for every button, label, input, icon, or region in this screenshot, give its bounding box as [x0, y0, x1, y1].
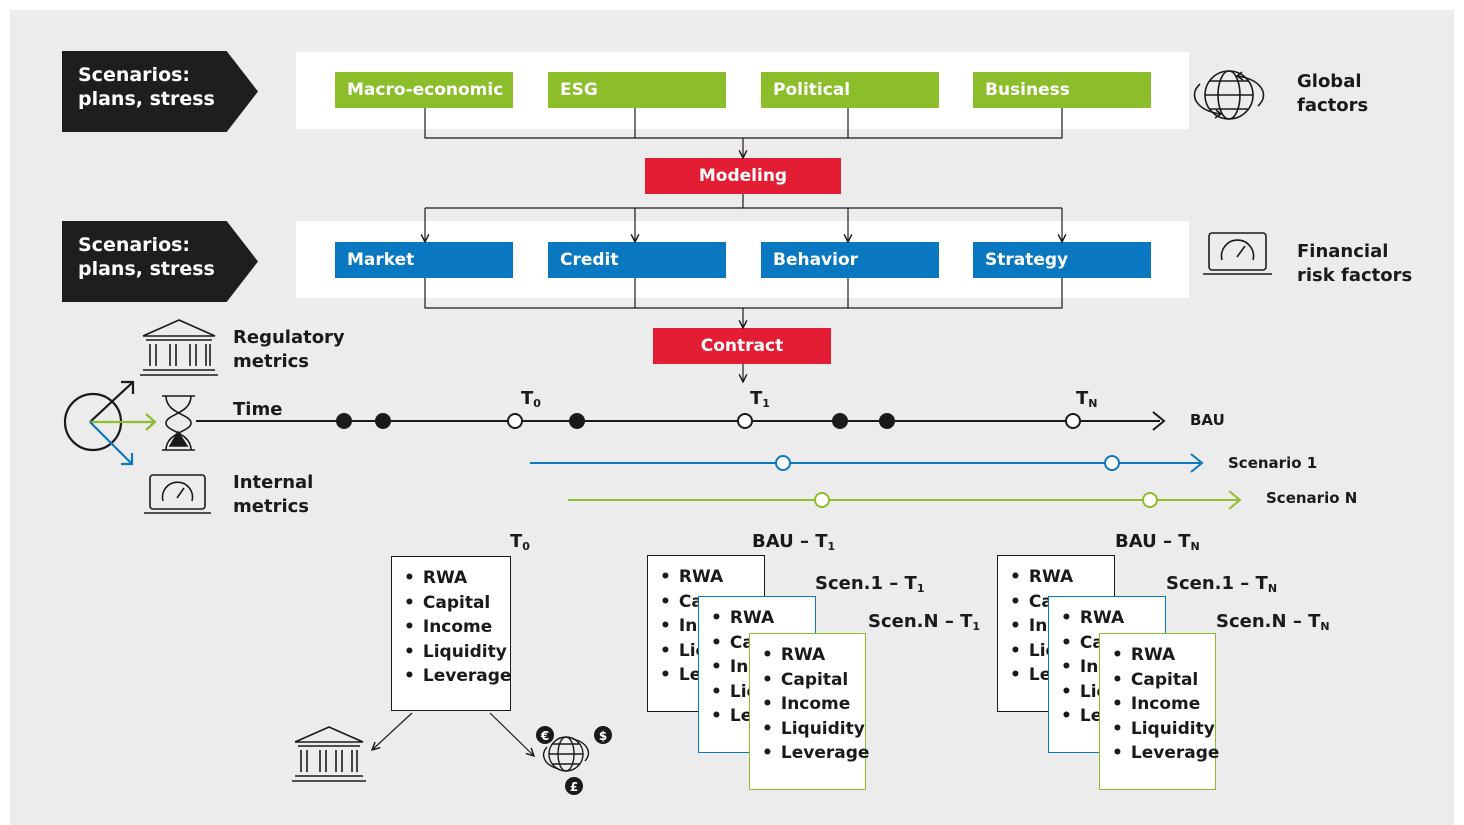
marker-t0-label: T0 — [521, 388, 541, 410]
regulatory-line2: metrics — [233, 351, 309, 372]
scenario-1-line-label: Scenario 1 — [1228, 454, 1318, 472]
card-item: Ca — [1061, 631, 1165, 656]
card-item: Income — [1112, 692, 1215, 717]
card-item: Capital — [404, 591, 510, 616]
regulatory-metrics-label: Regulatory metrics — [233, 326, 345, 374]
scenario-tag-line2: plans, stress — [78, 88, 215, 110]
card-title-bau-t1: BAU – T1 — [752, 531, 836, 553]
scenario-n-markers — [814, 492, 1158, 508]
internal-metrics-label: Internal metrics — [233, 471, 313, 519]
card-title-t0: T0 — [510, 531, 530, 553]
card-title-scen1-tn: Scen.1 – TN — [1166, 573, 1278, 595]
card-item: RWA — [1061, 606, 1165, 631]
currency-globe-icon — [542, 736, 590, 772]
card-item: RWA — [711, 606, 815, 631]
card-item: Liquidity — [404, 640, 510, 665]
time-label: Time — [233, 399, 283, 420]
direction-icon — [63, 380, 157, 466]
card-item: RWA — [1112, 643, 1215, 668]
bau-markers — [507, 413, 1081, 429]
modeling-box: Modeling — [645, 158, 841, 194]
regulatory-line1: Regulatory — [233, 327, 345, 348]
scenario-n-line-label: Scenario N — [1266, 489, 1358, 507]
diagram-canvas: Scenarios: plans, stress Scenarios: plan… — [10, 10, 1454, 825]
scenario-1-markers — [775, 455, 1120, 471]
factor-box-business: Business — [973, 72, 1151, 108]
metrics-card-t0: RWA Capital Income Liquidity Leverage — [391, 556, 511, 711]
financial-factors-label: Financial risk factors — [1297, 240, 1412, 288]
card-item: Liquidity — [1112, 717, 1215, 742]
metrics-card-scenN-tn: RWA Capital Income Liquidity Leverage — [1099, 633, 1220, 790]
internal-line1: Internal — [233, 472, 314, 493]
factor-box-credit: Credit — [548, 242, 726, 278]
card-title-bau-tn: BAU – TN — [1115, 531, 1200, 553]
scenario-tag-line1: Scenarios: — [78, 64, 191, 86]
gauge-laptop-icon — [144, 474, 211, 514]
dollar-icon: $ — [599, 729, 607, 743]
card-item: RWA — [1010, 565, 1114, 590]
scenario-1-arrow — [1190, 453, 1204, 473]
scenario-tag-bottom: Scenarios: plans, stress — [62, 221, 258, 302]
factor-box-esg: ESG — [548, 72, 726, 108]
global-factors-label-line1: Global — [1297, 71, 1362, 92]
card-item: RWA — [404, 566, 510, 591]
hourglass-icon — [162, 395, 195, 451]
connectors: € $ £ — [63, 70, 1272, 795]
card-item: Leverage — [404, 664, 512, 689]
currency-badges: € $ £ — [536, 726, 612, 795]
scenario-tag-line2: plans, stress — [78, 258, 215, 280]
global-factors-label: Global factors — [1297, 70, 1368, 118]
card-item: Income — [762, 692, 865, 717]
internal-line2: metrics — [233, 496, 309, 517]
factor-box-behavior: Behavior — [761, 242, 939, 278]
factor-box-macro-economic: Macro-economic — [335, 72, 513, 108]
card-item: Income — [404, 615, 510, 640]
financial-factors-label-line2: risk factors — [1297, 265, 1413, 286]
factor-box-market: Market — [335, 242, 513, 278]
bau-event-dots — [336, 413, 895, 429]
card-item: RWA — [660, 565, 764, 590]
global-factors-label-line2: factors — [1297, 95, 1369, 116]
marker-t1-label: T1 — [750, 388, 770, 410]
card-item: Ca — [711, 631, 815, 656]
euro-icon: € — [540, 729, 549, 743]
card-title-scenN-t1: Scen.N – T1 — [868, 611, 981, 633]
card-item: Capital — [1112, 668, 1215, 693]
financial-factors-label-line1: Financial — [1297, 241, 1389, 262]
scenario-n-arrow — [1228, 490, 1242, 510]
factor-box-strategy: Strategy — [973, 242, 1151, 278]
factor-box-political: Political — [761, 72, 939, 108]
scenario-tag-top: Scenarios: plans, stress — [62, 51, 258, 132]
bank-icon — [140, 319, 218, 376]
contract-box: Contract — [653, 328, 831, 364]
card-title-scen1-t1: Scen.1 – T1 — [815, 573, 925, 595]
card-item: Ca — [1010, 590, 1114, 615]
gauge-icon — [1203, 232, 1272, 275]
bank-icon-bottom — [292, 726, 366, 782]
card-item: Leverage — [762, 741, 870, 766]
card-item: Ca — [660, 590, 764, 615]
connector-lines — [372, 108, 1062, 756]
pound-icon: £ — [570, 780, 578, 794]
card-item: Liquidity — [762, 717, 865, 742]
bau-line-label: BAU — [1190, 411, 1225, 429]
scenario-tag-line1: Scenarios: — [78, 234, 191, 256]
bau-arrow — [1152, 411, 1166, 431]
card-item: RWA — [762, 643, 865, 668]
card-title-scenN-tn: Scen.N – TN — [1216, 611, 1330, 633]
card-item: Capital — [762, 668, 865, 693]
metrics-card-scenN-t1: RWA Capital Income Liquidity Leverage — [749, 633, 870, 790]
marker-tn-label: TN — [1076, 388, 1098, 410]
card-item: Leverage — [1112, 741, 1220, 766]
globe-icon — [1193, 70, 1265, 120]
